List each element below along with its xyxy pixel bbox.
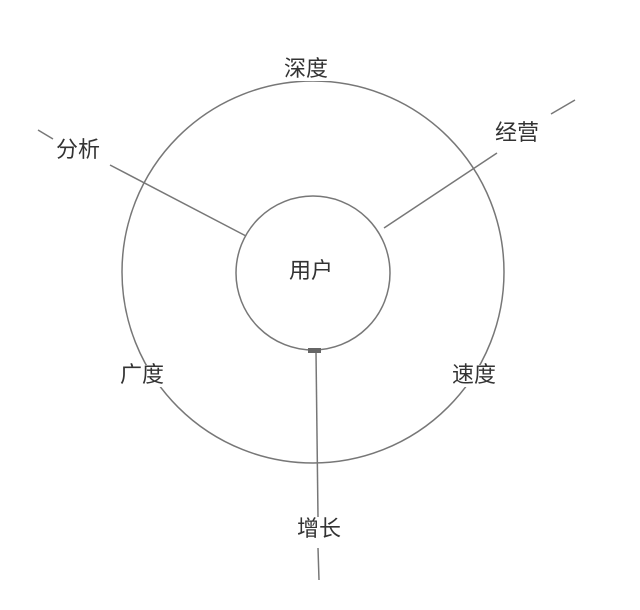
spoke-operation-line <box>383 152 498 229</box>
connector-handle <box>308 348 321 353</box>
spoke-analysis-tail <box>37 129 54 140</box>
label-operation: 经营 <box>495 121 540 146</box>
outer-circle <box>121 80 505 464</box>
spoke-operation-tail <box>550 99 576 115</box>
spoke-growth-line <box>315 351 319 518</box>
label-speed: 速度 <box>450 363 499 388</box>
label-breadth: 广度 <box>118 363 167 388</box>
label-depth: 深度 <box>282 57 331 82</box>
label-user-center: 用户 <box>289 259 334 284</box>
spoke-analysis-line <box>109 164 247 237</box>
spoke-growth-tail <box>317 547 320 581</box>
label-analysis: 分析 <box>56 138 101 163</box>
label-growth: 增长 <box>297 517 342 542</box>
